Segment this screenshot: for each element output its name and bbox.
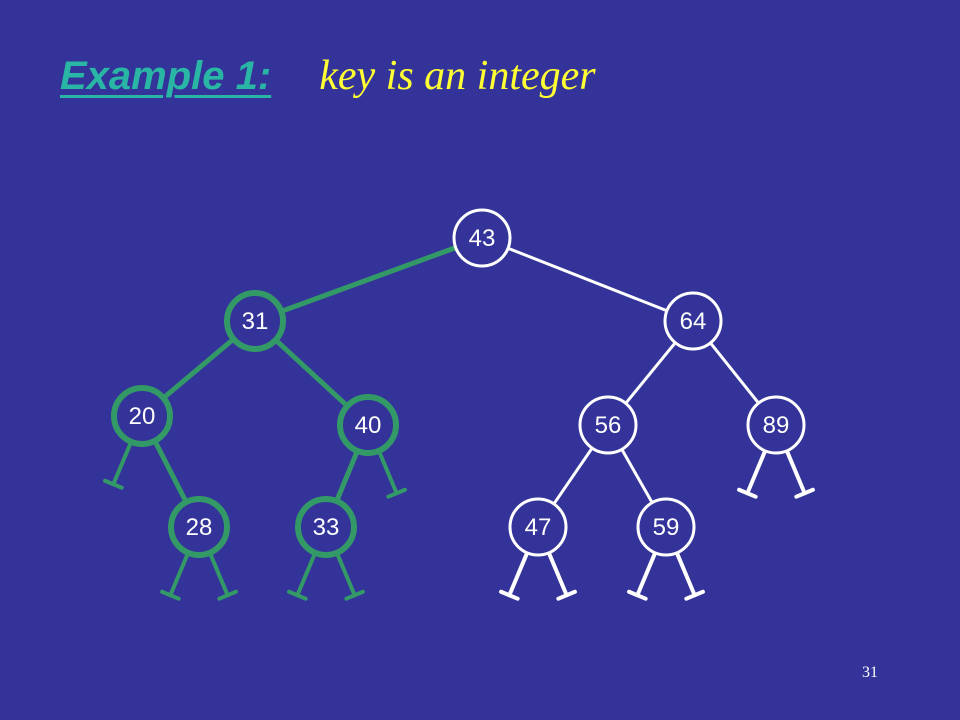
tree-edge-64	[507, 246, 668, 313]
node-key-label: 31	[242, 308, 269, 335]
tree-node-64: 64	[663, 291, 723, 351]
null-link-89-left	[737, 448, 768, 499]
slide-title: Example 1:	[60, 54, 272, 98]
slide-subtitle: key is an integer	[319, 53, 596, 99]
tree-edge-20	[161, 337, 236, 400]
slide-title-area: Example 1: key is an integer	[60, 52, 596, 100]
node-circle	[746, 395, 806, 455]
node-circle	[168, 496, 230, 558]
tree-edge-89	[709, 341, 760, 405]
null-link-33-left	[287, 550, 318, 601]
tree-node-33: 33	[295, 496, 357, 558]
node-key-label: 28	[186, 514, 213, 541]
node-key-label: 43	[469, 225, 496, 252]
tree-node-47: 47	[508, 497, 568, 557]
node-circle	[337, 394, 399, 456]
tree-edge-56	[624, 341, 677, 405]
null-link-89-right	[784, 448, 815, 499]
tree-edge-59	[620, 448, 654, 504]
tree-node-40: 40	[337, 394, 399, 456]
null-link-40-right	[376, 448, 407, 499]
slide-number: 31	[862, 664, 878, 681]
node-key-label: 59	[653, 514, 680, 541]
node-circle	[295, 496, 357, 558]
node-key-label: 40	[355, 412, 382, 439]
tree-edge-47	[552, 447, 594, 505]
tree-edge-40	[273, 338, 350, 408]
null-link-59-left	[627, 550, 658, 601]
node-circle	[452, 208, 512, 268]
node-circle	[663, 291, 723, 351]
null-link-33-right	[334, 550, 365, 601]
tree-edge-31	[280, 245, 457, 314]
null-links	[103, 439, 815, 601]
null-link-28-left	[160, 550, 191, 601]
tree-node-59: 59	[636, 497, 696, 557]
null-link-47-right	[546, 550, 577, 601]
node-key-label: 56	[595, 412, 622, 439]
node-circle	[636, 497, 696, 557]
node-key-label: 33	[313, 514, 340, 541]
node-key-label: 20	[129, 403, 156, 430]
tree-edges	[152, 245, 760, 505]
tree-edge-33	[334, 449, 360, 503]
tree-node-43: 43	[452, 208, 512, 268]
tree-node-20: 20	[111, 385, 173, 447]
tree-nodes: 43 31 20 28 40 33 64 56 47 59 89	[111, 208, 806, 558]
null-link-20-left	[103, 439, 134, 490]
tree-node-89: 89	[746, 395, 806, 455]
node-key-label: 64	[680, 308, 707, 335]
node-circle	[578, 395, 638, 455]
null-link-47-left	[499, 550, 530, 601]
node-circle	[224, 290, 286, 352]
node-circle	[508, 497, 568, 557]
tree-node-31: 31	[224, 290, 286, 352]
tree-node-28: 28	[168, 496, 230, 558]
node-circle	[111, 385, 173, 447]
node-key-label: 47	[525, 514, 552, 541]
node-key-label: 89	[763, 412, 790, 439]
tree-node-56: 56	[578, 395, 638, 455]
null-link-28-right	[207, 550, 238, 601]
null-link-59-right	[674, 550, 705, 601]
tree-edge-28	[152, 439, 189, 504]
